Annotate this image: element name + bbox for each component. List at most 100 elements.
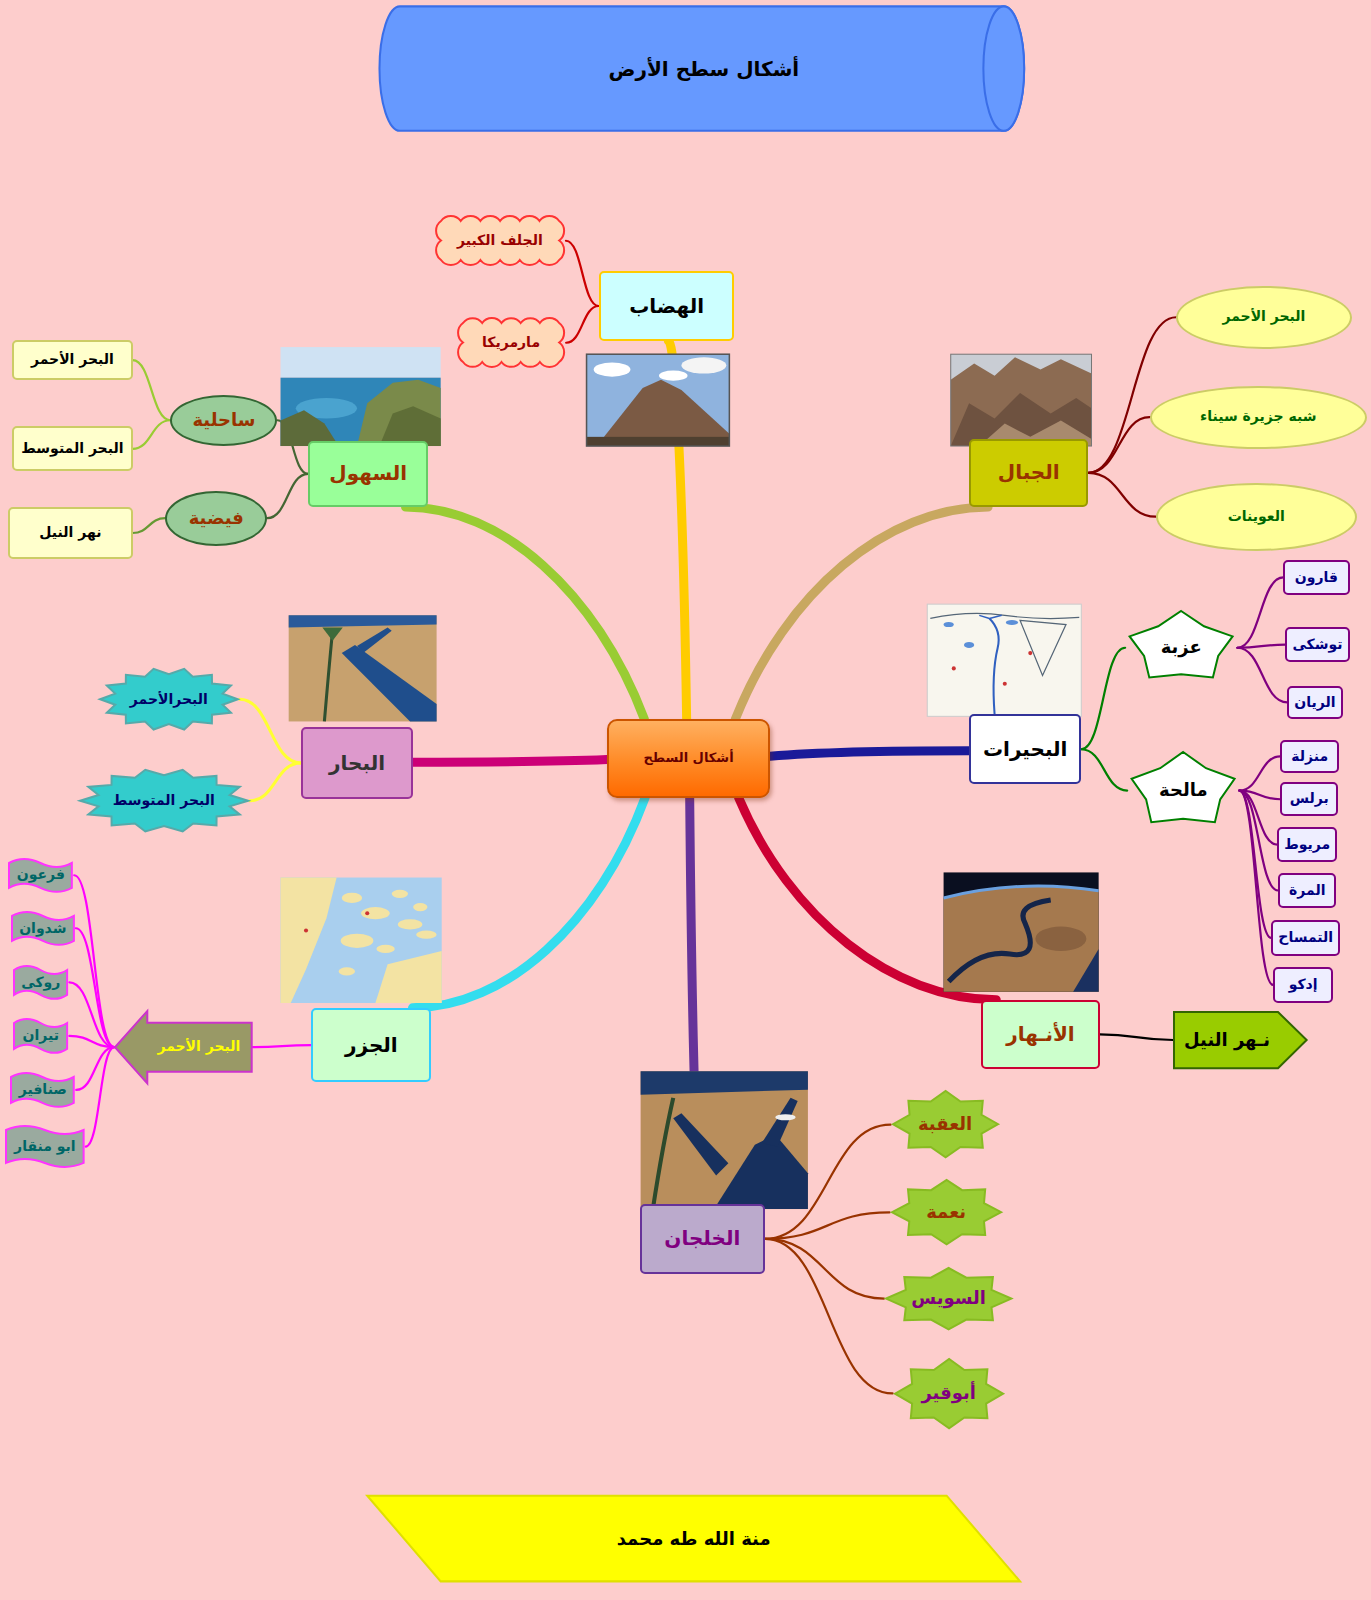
node-text: البحار [329,751,385,776]
node-text: صنافير [19,1081,67,1099]
node-text: الجزر [345,1033,398,1058]
node-outline [12,912,74,945]
node-text: أشكال السطح [644,750,734,766]
node-text: فرعون [17,866,65,884]
node-text: شبه جزيرة سيناء [1200,408,1316,426]
burst-node: البحر المتوسط [78,767,250,834]
flag-node: روكى [12,962,69,1003]
node-text: برلس [1290,790,1329,808]
node-outline [6,1126,84,1167]
node-text: الجلف الكبير [457,232,543,250]
connector [765,1239,884,1299]
connector [566,241,599,306]
node-text: التمساح [1278,929,1333,947]
node-text: البحر المتوسط [113,792,215,810]
node-outline [892,1180,1001,1244]
connector [765,1239,893,1394]
node-text: قارون [1295,569,1338,587]
connector [1239,791,1273,985]
node-text: الأنـهار [1006,1022,1074,1047]
node-text: البحرالأحمر [130,691,208,709]
node-outline [893,1091,998,1157]
connector [253,1045,311,1047]
node-text: إدكو [1289,976,1318,994]
connector [1239,791,1278,891]
node-text: مارمريكا [482,334,540,352]
connector [765,1212,889,1239]
node-text: الجبال [998,460,1060,485]
topic-box: إدكو [1273,967,1333,1003]
node-outline [80,770,248,832]
node-outline [11,1073,74,1107]
connector [1088,473,1155,517]
node-outline [14,966,67,999]
node-text: البحيرات [983,737,1068,762]
connector [413,798,646,1008]
node-outline [436,216,564,265]
node-outline [1132,752,1235,822]
caption: منة الله طه محمد [617,1528,771,1549]
node-text: تيران [23,1027,59,1045]
cloud-node: الجلف الكبير [434,214,566,267]
connector [69,1036,114,1047]
node-text: شدوان [19,920,66,938]
connector [1239,756,1280,790]
arrow-node: نـهر النيل [1173,1011,1308,1069]
ellipse-node: العوينات [1156,483,1357,551]
seas-satellite [289,615,437,721]
islands-map [281,878,442,1003]
node-outline [895,1359,1003,1428]
node-text: مريوط [1284,836,1330,854]
coast-photo [281,347,441,446]
connector [267,474,308,518]
node-outline [886,1268,1011,1329]
node-outline [9,859,72,892]
nile-satellite [944,872,1099,991]
topic-box: البحار [301,727,413,798]
node-text: السويس [911,1287,986,1310]
topic-box: البحر المتوسط [12,426,132,471]
node-text: السهول [329,461,407,486]
connector [1100,1034,1173,1040]
topic-box: السهول [308,441,428,507]
flag-node: صنافير [9,1069,76,1111]
connector [1237,645,1285,648]
topic-box: الأنـهار [981,1000,1099,1069]
star-node: نعمة [890,1178,1003,1246]
connector [406,507,645,719]
node-text: الريان [1294,694,1335,712]
arrow-node: البحر الأحمر [114,1010,253,1084]
flag-node: تيران [12,1015,69,1057]
topic-box: مريوط [1277,827,1337,862]
flag-node: فرعون [7,855,74,896]
node-text: ابو منقار [14,1138,75,1156]
topic-box: الهضاب [599,271,735,340]
connector [566,306,599,343]
ellipse-node: شبه جزيرة سيناء [1150,386,1367,449]
topic-box: منزلة [1280,740,1339,774]
node-text: البحر الأحمر [157,1038,240,1056]
connector [413,760,607,763]
node-outline [1174,1012,1307,1068]
topic-box: المرة [1278,873,1336,908]
node-text: أبوقير [921,1382,976,1405]
cloud-node: مارمريكا [456,316,566,369]
node-outline [115,1011,252,1083]
star-node: السويس [884,1266,1013,1331]
node-text: فيضية [189,507,244,530]
connector [250,763,301,801]
node-text: ساحلية [192,409,255,432]
connector [86,1047,115,1146]
caption-box: منة الله طه محمد [459,1508,928,1569]
node-text: منزلة [1291,748,1328,766]
connector [1088,417,1149,473]
topic-box: الريان [1287,686,1342,720]
topic-box: البحر الأحمر [12,340,132,381]
node-outline [458,318,564,367]
connector [1081,749,1127,790]
node-text: الهضاب [629,294,704,319]
connector [1239,791,1271,938]
node-outline [1130,611,1233,677]
title-box: أشكال سطح الأرض [428,36,979,102]
topic-box: البحيرات [969,714,1081,784]
